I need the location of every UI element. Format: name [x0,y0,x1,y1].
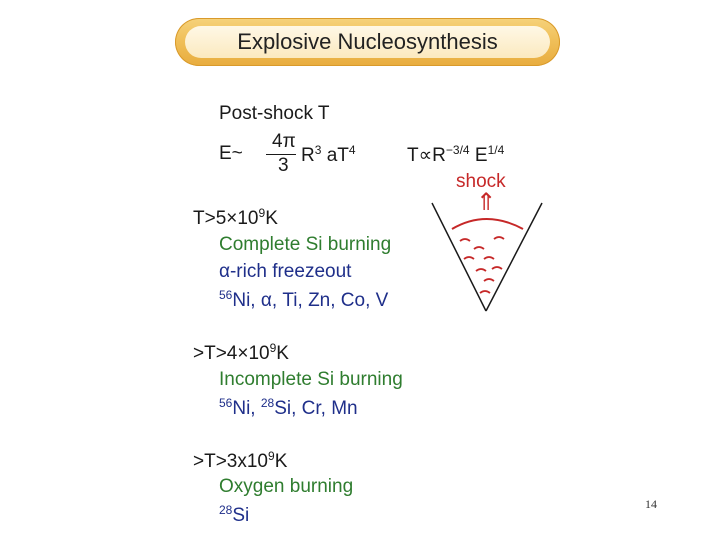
section-3-products-mass: 28 [219,503,233,517]
section-3-condition-prefix: >T>3x10 [193,451,268,472]
temp-e-exponent: 1/4 [487,143,505,157]
section-3-products-text: Si [232,505,250,526]
shock-label: shock [456,171,506,192]
section-1-products: 56Ni, α, Ti, Zn, Co, V [219,288,388,312]
section-2-condition-exponent: 9 [269,341,277,355]
fraction-numerator: 4π [272,131,296,152]
section-3-condition-exponent: 9 [268,449,275,463]
energy-r-exponent: 3 [314,143,322,157]
energy-prefix: E~ [219,143,243,164]
energy-at: aT [321,145,349,166]
section-2-products-text-2: Si, Cr, Mn [274,398,358,419]
ejecta-markers [459,236,505,294]
temperature-scaling: T∝R−3/4 E1/4 [407,143,504,167]
shock-front-arc [451,218,524,230]
temp-r-exponent: −3/4 [445,143,470,157]
cone-right-edge [485,202,543,312]
energy-at-exponent: 4 [348,143,356,157]
section-2-condition-unit: K [276,343,289,364]
temp-prefix: T∝R [407,145,446,166]
post-shock-label: Post-shock T [219,103,330,124]
page-title: Explosive Nucleosynthesis [237,29,498,54]
shock-cone-diagram [431,202,543,312]
energy-formula-rest: R3 aT4 [301,143,356,167]
section-3-condition-unit: K [274,451,288,472]
section-2-products: 56Ni, 28Si, Cr, Mn [219,396,358,420]
section-3-process: Oxygen burning [219,476,354,497]
section-2-process: Incomplete Si burning [219,369,403,390]
fraction-denominator: 3 [278,155,289,176]
section-1-process: Complete Si burning [219,234,392,255]
section-2-products-text-1: Ni, [232,398,261,419]
section-3-condition: >T>3x109K [193,449,287,473]
section-3-products: 28Si [219,503,249,527]
section-1-condition-prefix: T>5×10 [193,208,259,229]
section-2-condition-prefix: >T>4×10 [193,343,270,364]
energy-r: R [301,145,315,166]
section-2-products-mass-1: 56 [219,396,233,410]
section-1-products-text: Ni, α, Ti, Zn, Co, V [232,290,389,311]
section-2-condition: >T>4×109K [193,341,289,365]
section-2-products-mass-2: 28 [260,396,275,410]
shock-arrow-icon: ⇑ [476,189,497,216]
section-1-products-mass: 56 [219,288,233,302]
title-inner: Explosive Nucleosynthesis [185,26,550,58]
cone-left-edge [431,202,487,312]
section-1-freezeout: α-rich freezeout [219,261,352,282]
section-1-condition-unit: K [265,208,278,229]
fraction-bar [266,154,296,155]
section-1-condition: T>5×109K [193,206,278,230]
section-1-condition-exponent: 9 [258,206,266,220]
title-banner: Explosive Nucleosynthesis [175,18,560,66]
temp-e: E [469,145,488,166]
slide-number: 14 [645,497,657,511]
